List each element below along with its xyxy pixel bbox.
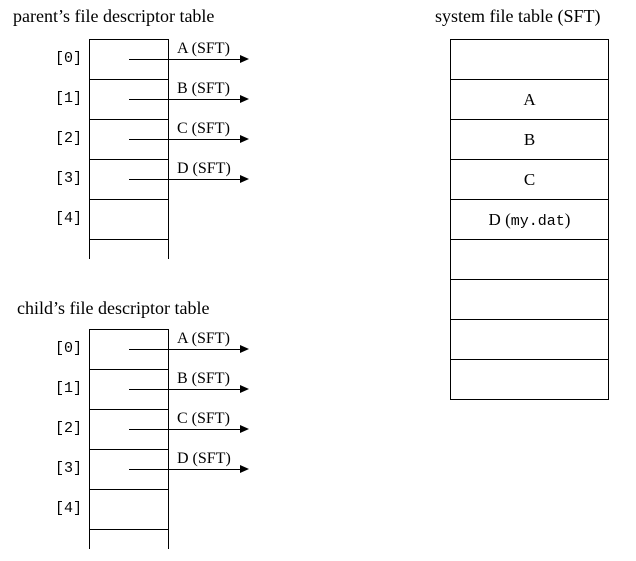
- pointer-label: D (SFT): [177, 450, 231, 467]
- sft-cell-2: B: [450, 119, 609, 160]
- pointer-label: C (SFT): [177, 120, 230, 137]
- pointer-label: D (SFT): [177, 160, 231, 177]
- fd-index-label: [1]: [54, 90, 82, 107]
- pointer-arrow-line: [129, 139, 240, 140]
- arrowhead-icon: [240, 465, 249, 473]
- fd-index-label: [4]: [54, 210, 82, 227]
- pointer-label: B (SFT): [177, 370, 230, 387]
- pointer-arrow-line: [129, 179, 240, 180]
- pointer-label: A (SFT): [177, 330, 230, 347]
- pointer-label: B (SFT): [177, 80, 230, 97]
- sft-cell-8: [450, 359, 609, 400]
- sft-table-title: system file table (SFT): [435, 6, 601, 26]
- child-fd-table-continuation: [89, 529, 169, 549]
- pointer-arrow-line: [129, 469, 240, 470]
- child-fd-cell-4: [89, 489, 169, 530]
- arrowhead-icon: [240, 55, 249, 63]
- fd-index-label: [0]: [54, 50, 82, 67]
- child-table-title: child’s file descriptor table: [17, 298, 210, 318]
- arrowhead-icon: [240, 345, 249, 353]
- sft-cell-5: [450, 239, 609, 280]
- parent-fd-cell-4: [89, 199, 169, 240]
- arrowhead-icon: [240, 135, 249, 143]
- arrowhead-icon: [240, 95, 249, 103]
- parent-table-title: parent’s file descriptor table: [13, 6, 215, 26]
- arrowhead-icon: [240, 175, 249, 183]
- sft-cell-3: C: [450, 159, 609, 200]
- fd-index-label: [2]: [54, 420, 82, 437]
- sft-cell-6: [450, 279, 609, 320]
- sft-cell-d-suffix: ): [564, 210, 571, 229]
- fd-index-label: [4]: [54, 500, 82, 517]
- pointer-arrow-line: [129, 59, 240, 60]
- pointer-arrow-line: [129, 429, 240, 430]
- arrowhead-icon: [240, 425, 249, 433]
- fd-index-label: [3]: [54, 170, 82, 187]
- fd-index-label: [0]: [54, 340, 82, 357]
- fd-index-label: [1]: [54, 380, 82, 397]
- sft-cell-4: D (my.dat): [450, 199, 609, 240]
- sft-cell-7: [450, 319, 609, 360]
- sft-cell-d-filename: my.dat: [510, 213, 565, 230]
- fd-index-label: [3]: [54, 460, 82, 477]
- sft-cell-0: [450, 39, 609, 80]
- fd-index-label: [2]: [54, 130, 82, 147]
- pointer-label: C (SFT): [177, 410, 230, 427]
- pointer-label: A (SFT): [177, 40, 230, 57]
- pointer-arrow-line: [129, 349, 240, 350]
- pointer-arrow-line: [129, 389, 240, 390]
- parent-fd-table-continuation: [89, 239, 169, 259]
- sft-cell-d-prefix: D (: [488, 210, 511, 229]
- pointer-arrow-line: [129, 99, 240, 100]
- sft-cell-1: A: [450, 79, 609, 120]
- arrowhead-icon: [240, 385, 249, 393]
